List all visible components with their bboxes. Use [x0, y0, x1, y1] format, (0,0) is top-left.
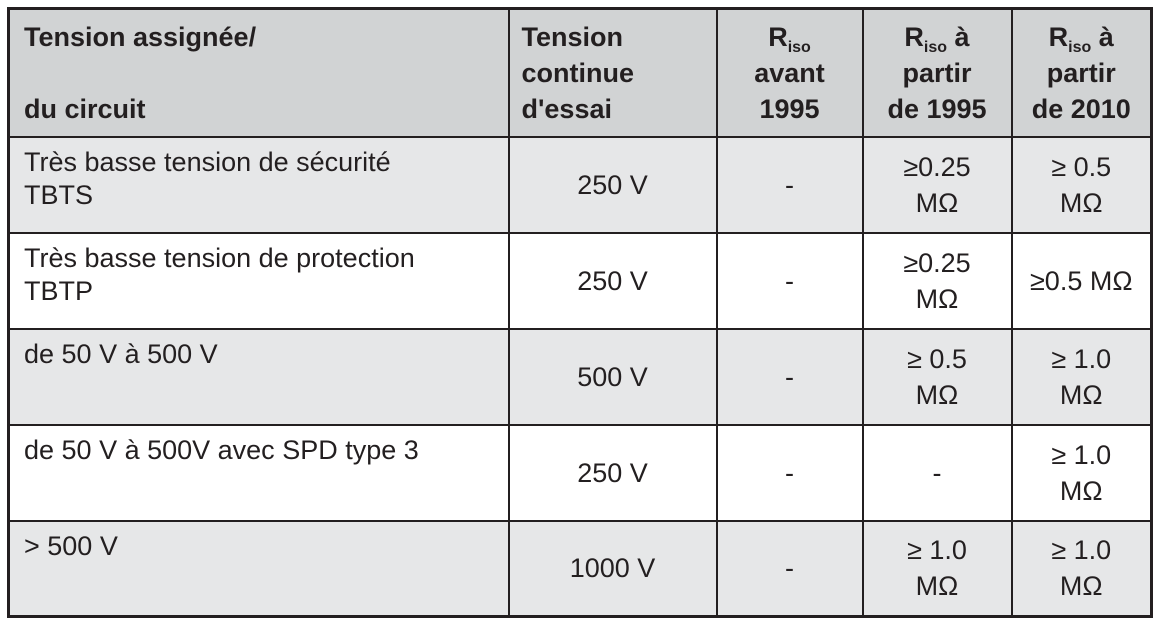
table-body: Très basse tension de sécurité TBTS 250 …: [7, 135, 1153, 618]
header-text: du circuit: [24, 93, 146, 124]
cell-circuit: > 500 V: [7, 519, 510, 618]
header-riso-before-1995: Riso avant 1995: [715, 7, 864, 138]
table-header: Tension assignée/ du circuit Tension con…: [7, 7, 1153, 138]
header-text: Tension assignée/: [24, 21, 257, 52]
cell-riso-before-1995: -: [715, 519, 864, 618]
header-row: Tension assignée/ du circuit Tension con…: [7, 7, 1153, 138]
insulation-resistance-table-container: Tension assignée/ du circuit Tension con…: [7, 7, 1153, 618]
header-riso-symbol: Riso: [768, 21, 811, 56]
header-text: avant: [754, 57, 825, 88]
cell-riso-from-1995: ≥ 0.5 MΩ: [861, 327, 1013, 426]
header-riso-from-2010: Riso à partir de 2010: [1010, 7, 1153, 138]
cell-test-voltage: 250 V: [507, 231, 718, 330]
cell-riso-from-2010: ≥ 0.5 MΩ: [1010, 135, 1153, 234]
cell-riso-from-2010: ≥ 1.0 MΩ: [1010, 519, 1153, 618]
table-row: > 500 V 1000 V - ≥ 1.0 MΩ ≥ 1.0 MΩ: [7, 519, 1153, 618]
header-riso-symbol: Riso à: [1048, 21, 1114, 56]
header-text: de 2010: [1031, 93, 1131, 124]
cell-test-voltage: 250 V: [507, 423, 718, 522]
cell-circuit: Très basse tension de sécurité TBTS: [7, 135, 510, 234]
header-text: partir: [902, 57, 972, 88]
header-text: continue: [521, 57, 635, 88]
header-riso-from-1995: Riso à partir de 1995: [861, 7, 1013, 138]
header-rated-voltage: Tension assignée/ du circuit: [7, 7, 510, 138]
cell-riso-from-1995: ≥0.25 MΩ: [861, 135, 1013, 234]
cell-test-voltage: 500 V: [507, 327, 718, 426]
cell-test-voltage: 1000 V: [507, 519, 718, 618]
cell-riso-from-2010: ≥ 1.0 MΩ: [1010, 423, 1153, 522]
header-text: 1995: [759, 93, 820, 124]
table-row: de 50 V à 500 V 500 V - ≥ 0.5 MΩ ≥ 1.0 M…: [7, 327, 1153, 426]
header-text: d'essai: [521, 93, 612, 124]
header-text: Tension: [521, 21, 624, 52]
cell-riso-from-1995: ≥ 1.0 MΩ: [861, 519, 1013, 618]
table-row: Très basse tension de protection TBTP 25…: [7, 231, 1153, 330]
cell-circuit: de 50 V à 500 V: [7, 327, 510, 426]
cell-circuit: de 50 V à 500V avec SPD type 3: [7, 423, 510, 522]
cell-riso-before-1995: -: [715, 423, 864, 522]
cell-riso-from-2010: ≥ 1.0 MΩ: [1010, 327, 1153, 426]
cell-riso-from-1995: -: [861, 423, 1013, 522]
cell-test-voltage: 250 V: [507, 135, 718, 234]
header-riso-symbol: Riso à: [904, 21, 970, 56]
cell-riso-before-1995: -: [715, 135, 864, 234]
cell-riso-from-2010: ≥0.5 MΩ: [1010, 231, 1153, 330]
insulation-resistance-table: Tension assignée/ du circuit Tension con…: [7, 7, 1153, 618]
cell-riso-from-1995: ≥0.25 MΩ: [861, 231, 1013, 330]
cell-circuit: Très basse tension de protection TBTP: [7, 231, 510, 330]
table-row: Très basse tension de sécurité TBTS 250 …: [7, 135, 1153, 234]
header-test-voltage: Tension continue d'essai: [507, 7, 718, 138]
header-text: de 1995: [887, 93, 987, 124]
cell-riso-before-1995: -: [715, 327, 864, 426]
cell-riso-before-1995: -: [715, 231, 864, 330]
table-row: de 50 V à 500V avec SPD type 3 250 V - -…: [7, 423, 1153, 522]
header-text: partir: [1046, 57, 1116, 88]
